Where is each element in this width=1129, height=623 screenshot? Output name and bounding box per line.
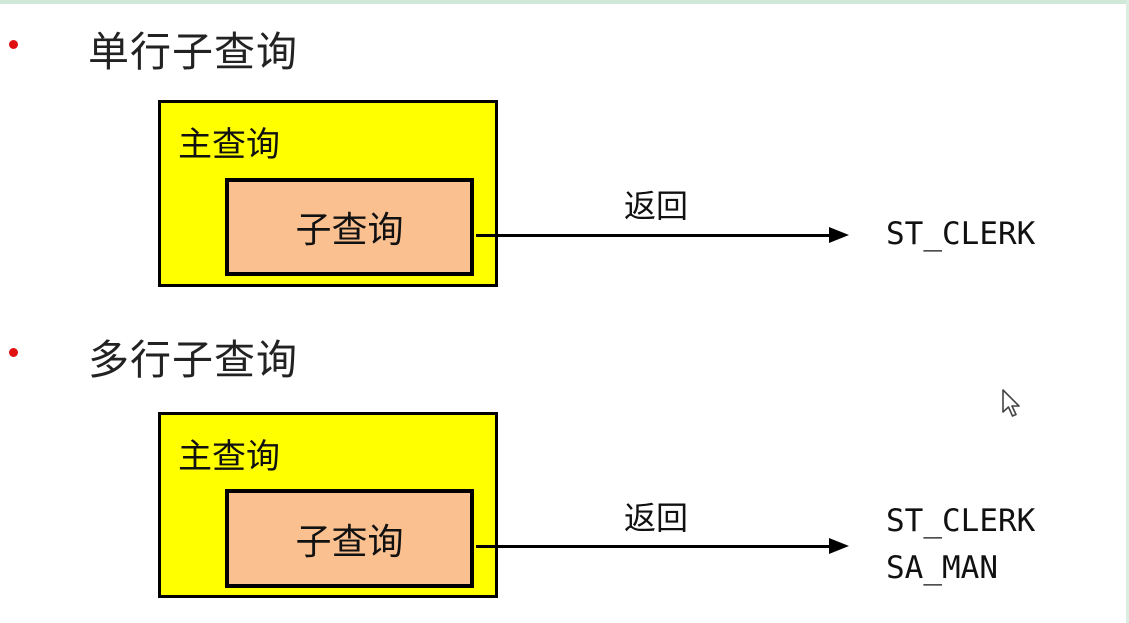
window-top-border [0, 0, 1129, 4]
section-title-single-row: 单行子查询 [88, 28, 298, 76]
main-query-label: 主查询 [178, 437, 280, 477]
mouse-cursor-icon [1002, 389, 1020, 417]
subquery-label: 子查询 [295, 521, 404, 563]
return-arrow-line [476, 234, 832, 237]
main-query-box: 主查询 子查询 [158, 412, 498, 598]
result-value: ST_CLERK [886, 503, 1036, 539]
arrow-head-icon [829, 227, 849, 243]
return-label: 返回 [624, 499, 689, 537]
arrow-head-icon [829, 538, 849, 554]
main-query-box: 主查询 子查询 [158, 100, 498, 287]
subquery-box: 子查询 [225, 178, 474, 276]
return-label: 返回 [624, 187, 689, 225]
return-arrow-line [476, 545, 832, 548]
result-value: SA_MAN [886, 550, 998, 586]
section-title-multi-row: 多行子查询 [88, 336, 298, 384]
subquery-box: 子查询 [225, 489, 474, 588]
result-value: ST_CLERK [886, 216, 1036, 252]
bullet-dot [9, 40, 18, 49]
subquery-label: 子查询 [295, 210, 404, 251]
window-right-border [1126, 0, 1129, 623]
main-query-label: 主查询 [178, 125, 280, 165]
bullet-dot [9, 348, 18, 357]
